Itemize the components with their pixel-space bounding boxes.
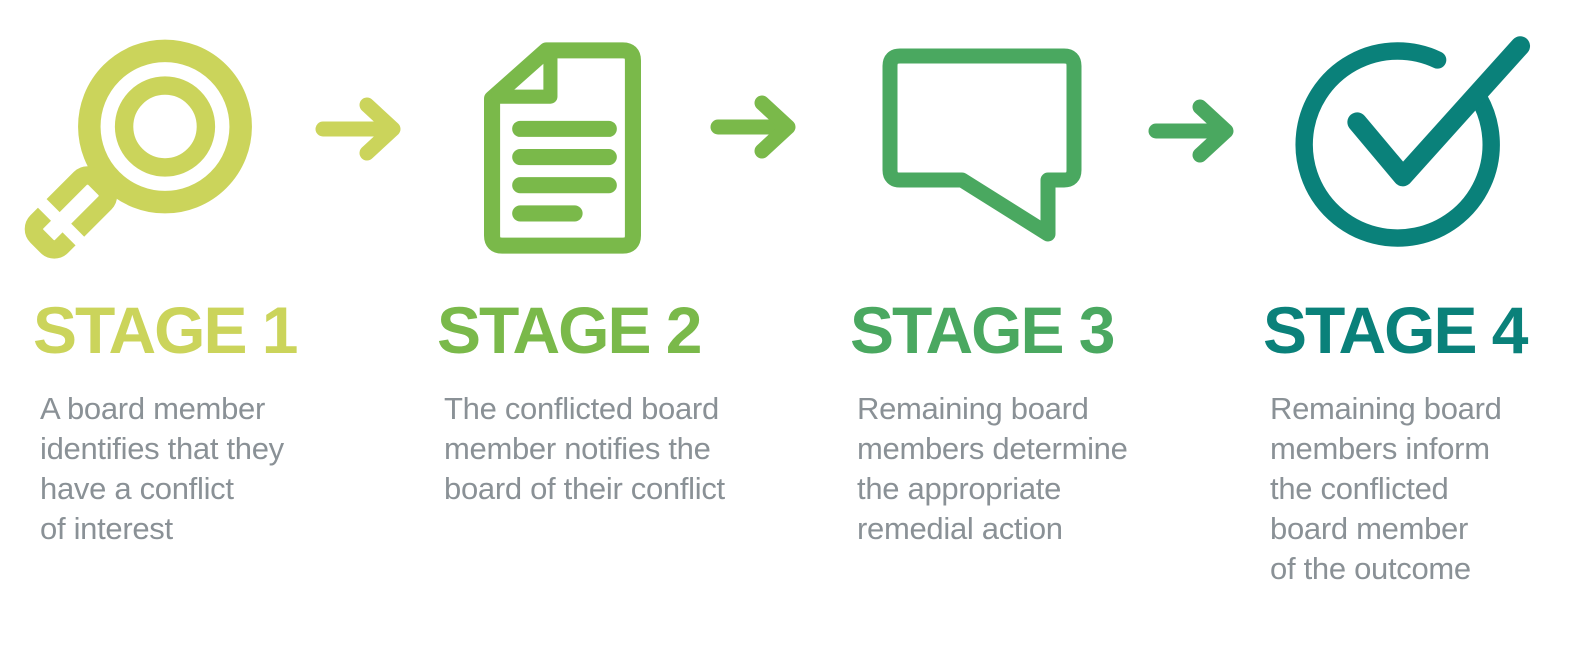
stage-4-column: STAGE 4 Remaining board members inform t… xyxy=(1263,0,1583,668)
check-circle-icon xyxy=(1285,33,1531,257)
stage-3-column: STAGE 3 Remaining board members determin… xyxy=(850,0,1220,668)
stage-3-title: STAGE 3 xyxy=(850,293,1116,367)
stage-4-title: STAGE 4 xyxy=(1263,293,1529,367)
stage-4-description: Remaining board members inform the confl… xyxy=(1270,391,1502,586)
stage-2-column: STAGE 2 The conflicted board member noti… xyxy=(437,0,807,668)
document-icon xyxy=(484,42,642,254)
arrow-right-icon xyxy=(315,97,401,161)
arrow-right-icon xyxy=(710,95,796,159)
arrow-right-icon xyxy=(1148,99,1234,163)
stage-2-title: STAGE 2 xyxy=(437,293,703,367)
speech-bubble-icon xyxy=(872,44,1088,250)
stage-1-description: A board member identifies that they have… xyxy=(40,391,284,546)
magnifier-icon xyxy=(24,35,255,263)
stage-1-column: STAGE 1 A board member identifies that t… xyxy=(24,0,403,668)
stage-3-description: Remaining board members determine the ap… xyxy=(857,391,1128,546)
stage-2-description: The conflicted board member notifies the… xyxy=(444,391,725,506)
stage-1-title: STAGE 1 xyxy=(33,293,299,367)
